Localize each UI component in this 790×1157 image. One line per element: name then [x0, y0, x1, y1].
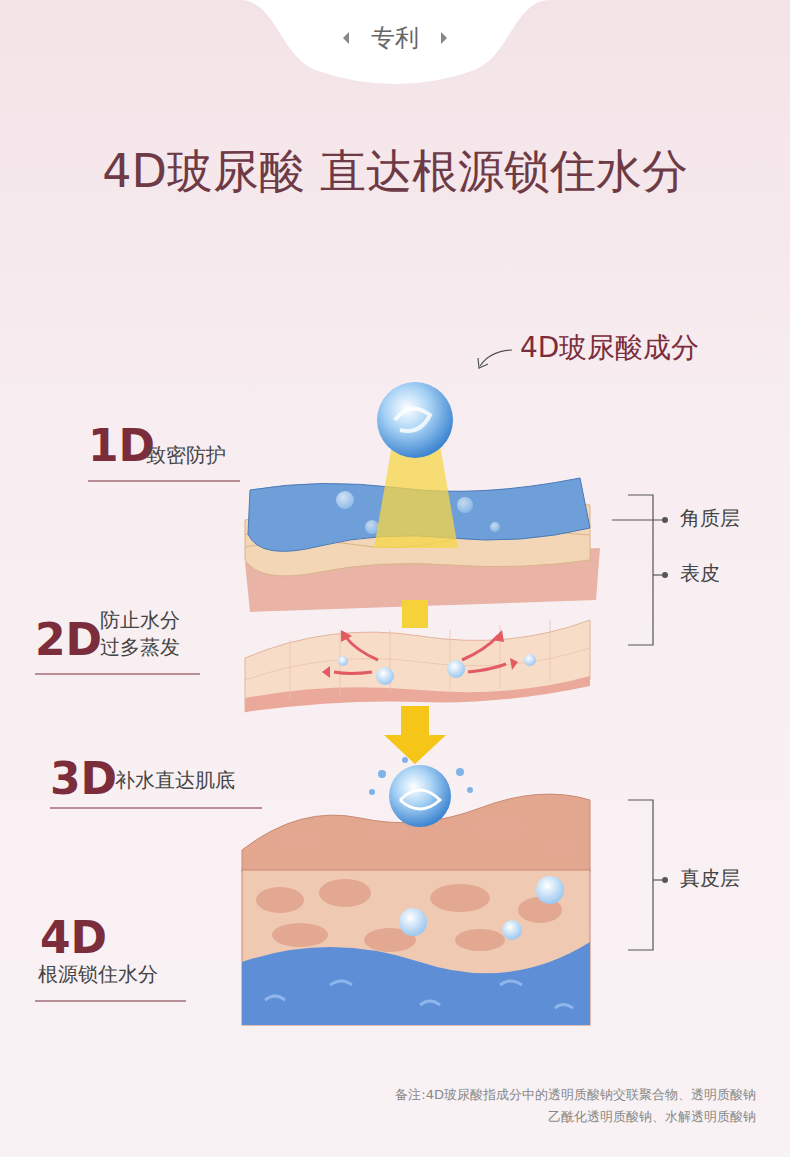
tab-ornament	[343, 32, 349, 44]
layer-name: 角质层	[680, 506, 740, 530]
layer-name: 真皮层	[680, 866, 740, 890]
absorption-beam	[402, 600, 428, 628]
dimension-text: 防止水分 过多蒸发	[100, 607, 200, 661]
callout-arrow	[478, 350, 512, 368]
callout-label: 4D玻尿酸成分	[520, 331, 699, 365]
dimension-number: 1D	[88, 420, 155, 473]
dimension-text: 根源锁住水分	[38, 962, 158, 986]
tab-shape	[240, 0, 550, 84]
dimension-number: 3D	[50, 753, 117, 806]
label-underlines	[35, 481, 262, 1001]
hyaluronic-ball	[377, 382, 453, 458]
dimension-number: 2D	[35, 614, 102, 667]
dermis-block	[242, 794, 590, 1025]
epidermis-layer	[245, 620, 590, 712]
page-title: 4D玻尿酸 直达根源锁住水分	[95, 140, 695, 202]
tab-label: 专利	[371, 22, 419, 54]
absorption-beam	[374, 445, 458, 548]
title-tab: 专利	[240, 0, 550, 100]
water-drop	[369, 757, 473, 827]
tab-ornament	[441, 32, 447, 44]
dimension-number: 4D	[40, 912, 107, 965]
layer-name: 表皮	[680, 561, 720, 585]
down-arrow	[384, 706, 446, 764]
layer-brackets	[612, 495, 662, 950]
dimension-text: 补水直达肌底	[115, 768, 235, 792]
dimension-text: 致密防护	[146, 443, 226, 467]
bracket-dots	[662, 517, 668, 883]
footnote: 备注:4D玻尿酸指成分中的透明质酸钠交联聚合物、透明质酸钠 乙酰化透明质酸钠、水…	[326, 1084, 756, 1128]
